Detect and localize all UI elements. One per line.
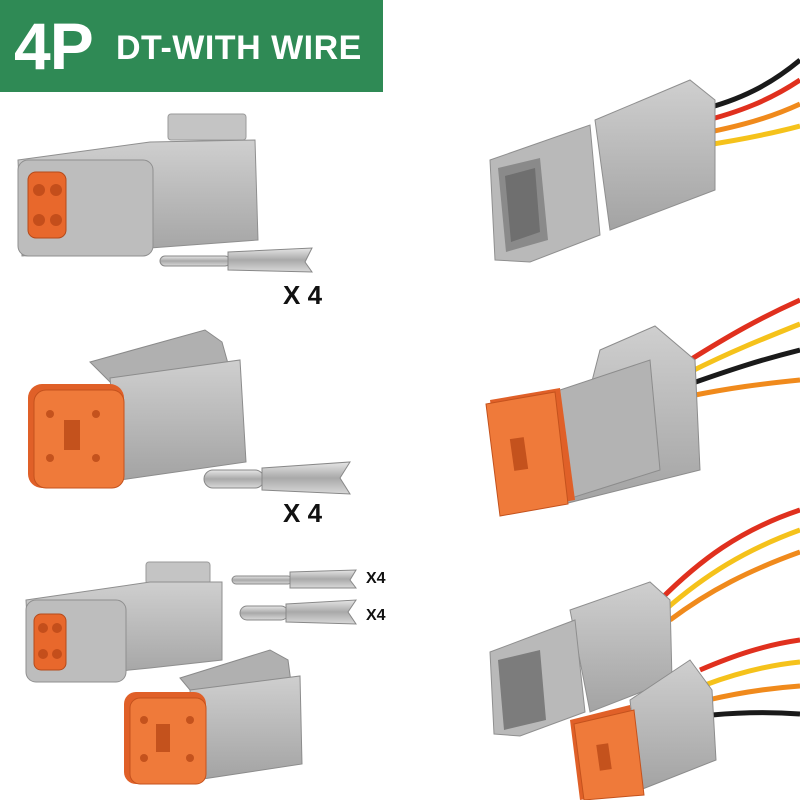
receptacle-harness-top: [489, 58, 800, 263]
pin-terminal-quantity: X 4: [283, 280, 323, 310]
title-banner: 4P DT-WITH WIRE: [0, 0, 383, 92]
kit-socket-quantity: X4: [366, 607, 386, 624]
plug-connector-kit: [124, 649, 303, 785]
plug-connector-middle: [28, 329, 247, 489]
mated-harness-bottom: [489, 507, 800, 800]
plug-harness-middle: [485, 297, 800, 517]
receptacle-connector-top: [17, 113, 259, 257]
socket-terminal-kit: [239, 599, 357, 625]
kit-pin-quantity: X4: [366, 570, 386, 587]
socket-terminal-middle: [203, 461, 351, 495]
series-label: DT-WITH WIRE: [116, 29, 362, 67]
pin-terminal-top: [159, 247, 313, 273]
pin-terminal-kit: [231, 569, 357, 589]
receptacle-connector-kit: [25, 561, 223, 683]
pin-count-label: 4P: [14, 9, 94, 83]
socket-terminal-quantity: X 4: [283, 498, 323, 528]
